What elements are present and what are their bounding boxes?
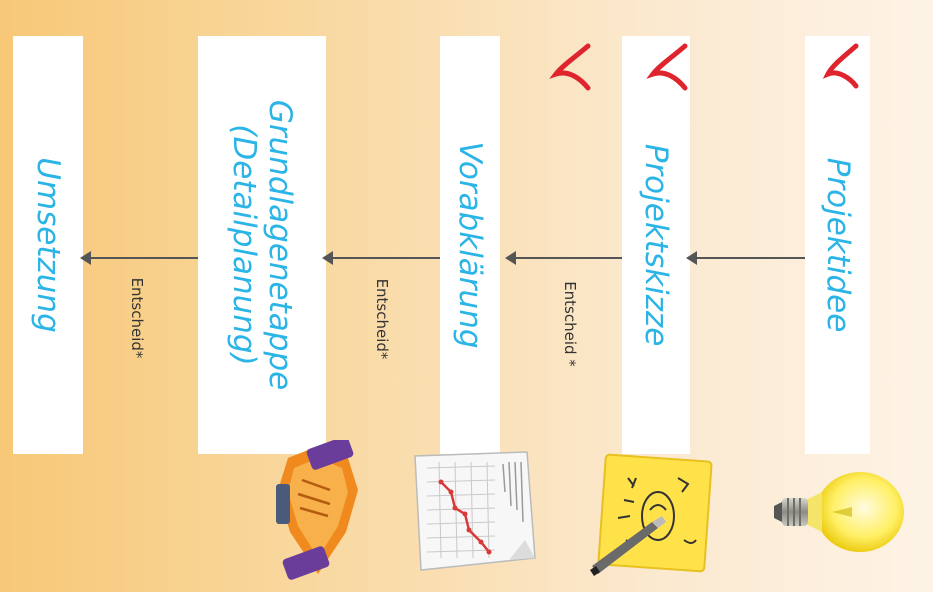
phase-label-projektskizze: Projektskizze: [638, 143, 674, 347]
check-mark-icon: [549, 43, 591, 91]
arrow-vorabklaerung-to-grundlagenetappe: [322, 251, 440, 265]
phase-label-projektidee: Projektidee: [819, 157, 856, 333]
report-chart-icon: [414, 451, 536, 571]
phase-panel-projektskizze: Projektskizze: [622, 36, 690, 454]
phase-label-grundlagenetappe: Grundlagenetappe (Detailplanung): [226, 99, 298, 391]
decision-label-projektskizze: Entscheid *: [561, 281, 579, 367]
handshake-icon: [276, 440, 358, 580]
phase-panel-vorabklaerung: Vorabklärung: [440, 36, 500, 454]
phase-panel-umsetzung: Umsetzung: [13, 36, 83, 454]
arrow-projektskizze-to-vorabklaerung: [505, 251, 622, 265]
arrow-grundlagenetappe-to-umsetzung: [80, 251, 198, 265]
lightbulb-icon: [774, 472, 904, 552]
decision-label-vorabklaerung: Entscheid*: [373, 278, 391, 360]
decision-label-grundlagenetappe: Entscheid*: [128, 277, 146, 359]
phase-panel-projektidee: Projektidee: [805, 36, 870, 454]
arrow-projektidee-to-projektskizze: [686, 251, 805, 265]
sticky-note-pen-icon: [590, 453, 713, 576]
check-mark-icon: [822, 43, 859, 89]
phase-panel-grundlagenetappe: Grundlagenetappe (Detailplanung): [198, 36, 326, 454]
check-mark-icon: [646, 43, 688, 91]
phase-label-umsetzung: Umsetzung: [30, 157, 66, 333]
phase-label-vorabklaerung: Vorabklärung: [452, 141, 488, 349]
